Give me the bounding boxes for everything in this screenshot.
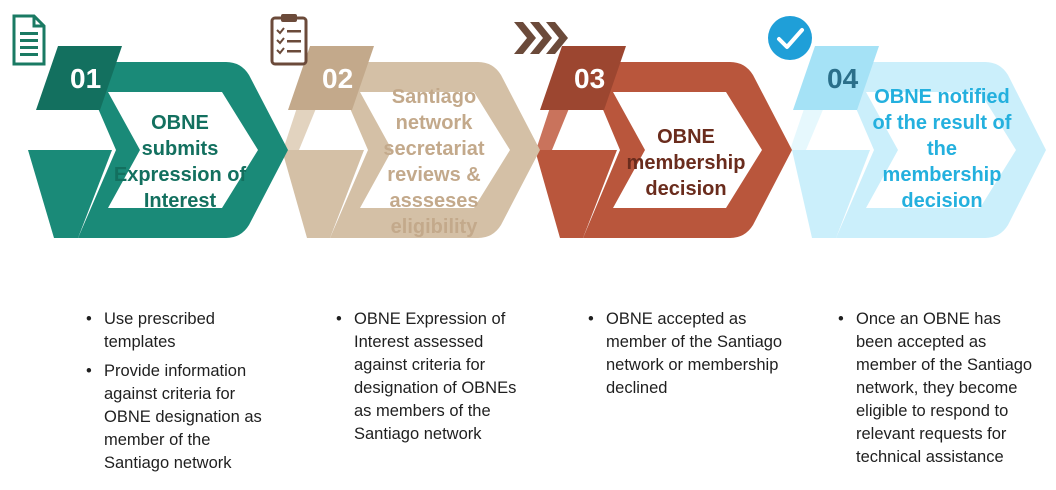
step-4-bullets: Once an OBNE has been accepted as member… — [836, 308, 1036, 475]
step-3-number: 03 — [574, 63, 605, 94]
process-diagram: 01 02 03 04 — [12, 14, 1046, 238]
step-4-number-tab: 04 — [793, 46, 879, 110]
clipboard-checklist-icon — [270, 14, 308, 66]
step-4-title: OBNE notified of the result of the membe… — [872, 86, 1012, 212]
step-2-title: Santiago network secretariat reviews & a… — [383, 86, 485, 238]
step-2-inner — [360, 92, 510, 208]
step-3-number-tab: 03 — [540, 46, 626, 110]
list-item: Once an OBNE has been accepted as member… — [836, 308, 1036, 469]
step-2-number: 02 — [322, 63, 353, 94]
step-4-inner — [866, 92, 1016, 208]
step-3-bullets: OBNE accepted as member of the Santiago … — [586, 308, 786, 406]
chevrons-right-icon — [514, 22, 568, 54]
checkmark-circle-icon — [768, 16, 812, 60]
step-2-bullets: OBNE Expression of Interest assessed aga… — [334, 308, 534, 452]
step-1-number-tab: 01 — [36, 46, 122, 110]
step-1-number: 01 — [70, 63, 101, 94]
list-item: Provide information against criteria for… — [84, 360, 270, 475]
document-icon — [12, 14, 46, 66]
step-1-title: OBNE submits Expression of Interest — [113, 112, 247, 212]
step-1-inner — [108, 92, 258, 208]
step-3-title: OBNE membership decision — [626, 126, 746, 200]
step-2-number-tab: 02 — [288, 46, 374, 110]
step-3-inner — [613, 92, 762, 208]
step-1-bullets: Use prescribed templates Provide informa… — [84, 308, 270, 481]
list-item: OBNE accepted as member of the Santiago … — [586, 308, 786, 400]
list-item: Use prescribed templates — [84, 308, 270, 354]
step-4-number: 04 — [827, 63, 859, 94]
list-item: OBNE Expression of Interest assessed aga… — [334, 308, 534, 446]
